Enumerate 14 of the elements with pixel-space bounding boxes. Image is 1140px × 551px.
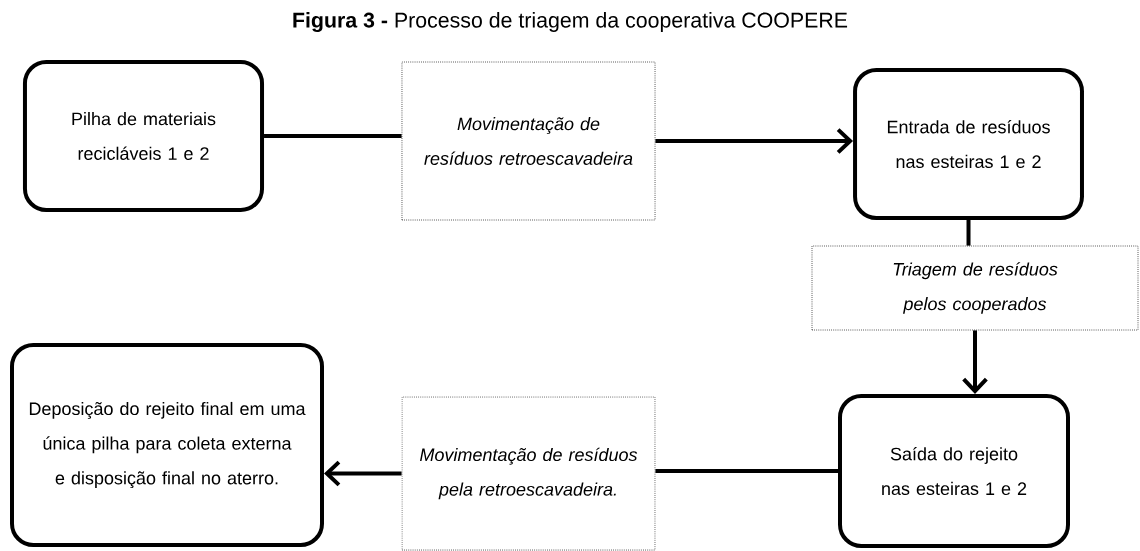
connector-line: [966, 220, 971, 246]
action-box: Movimentação de resíduos retroescavadeira: [401, 61, 656, 221]
process-box: Entrada de resíduos nas esteiras 1 e 2: [853, 68, 1084, 220]
arrow: [962, 330, 988, 394]
process-box: Deposição do rejeito final em uma única pilha para coleta externa e disposição final no aterro.: [10, 343, 324, 547]
arrow: [324, 460, 402, 487]
arrow: [655, 128, 854, 154]
process-box: Saída do rejeito nas esteiras 1 e 2: [838, 394, 1070, 548]
action-box: Movimentação de resíduos pela retroescavadeira.: [401, 396, 656, 551]
process-box: Pilha de materiais recicláveis 1 e 2: [22, 60, 265, 212]
action-box: Triagem de resíduos pelos cooperados: [811, 245, 1139, 331]
connector-line: [655, 469, 838, 473]
figure-title: Figura 3 - Processo de triagem da cooperativa COOPERE: [293, 12, 848, 32]
connector-line: [264, 134, 402, 138]
